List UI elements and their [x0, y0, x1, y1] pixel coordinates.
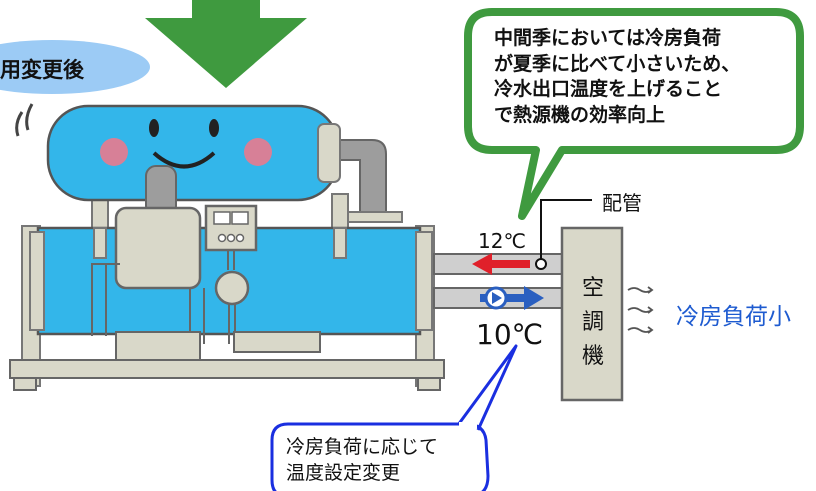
compressor-pipe [91, 263, 120, 336]
upper-tank-cap-right [317, 123, 341, 183]
blue-bubble-line-2: 温度設定変更 [286, 462, 401, 484]
pipe-label: 配管 [602, 191, 642, 215]
cooling-load-label: 冷房負荷小 [676, 304, 791, 330]
pipe-leader-dot [535, 258, 547, 270]
panel-screen-2 [231, 211, 249, 225]
airflow-arrow-3 [627, 326, 654, 334]
support-post-b [333, 227, 347, 259]
air-handler-char-3: 機 [581, 344, 604, 369]
green-bubble-text: 中間季においては冷房負荷 が夏季に比べて小さいため、 冷水出口温度を上げること … [494, 26, 740, 128]
supply-temp-label: 10℃ [476, 318, 544, 351]
panel-knob-3 [235, 233, 245, 243]
airflow-arrow-1 [627, 286, 654, 294]
green-bubble-line-4: で熱源機の効率向上 [494, 103, 666, 126]
blue-bubble-line-1: 冷房負荷に応じて [286, 436, 439, 458]
upper-tank [46, 104, 340, 202]
right-cheek [244, 138, 272, 166]
exhaust-pipe [329, 139, 387, 219]
blue-bubble-text: 冷房負荷に応じて 温度設定変更 [286, 434, 438, 486]
smile [152, 151, 216, 169]
foot-left [115, 331, 201, 363]
down-arrow [145, 0, 307, 88]
air-handler-char-1: 空 [581, 276, 604, 301]
right-eye [209, 119, 219, 137]
airflow-arrow-2 [627, 306, 654, 314]
return-flow-arrow [472, 253, 530, 275]
green-bubble-line-1: 中間季においては冷房負荷 [494, 27, 722, 49]
left-eye [149, 119, 159, 137]
panel-screen-1 [213, 211, 231, 225]
base-leg-left [13, 377, 37, 391]
base-leg-right [417, 377, 441, 391]
support-post-a [93, 227, 107, 259]
base-rail [9, 359, 445, 379]
label-ellipse [0, 40, 150, 94]
green-bubble-shape [464, 8, 804, 220]
blue-bubble-tail-join [459, 422, 477, 428]
vibration-marks-icon [15, 103, 34, 137]
panel-stem [227, 250, 235, 270]
after-change-label: 用変更後 [0, 58, 84, 82]
air-handler [560, 226, 624, 402]
panel-knob-2 [226, 233, 236, 243]
pipe-leader-line [540, 199, 592, 268]
air-handler-label: 空 調 機 [578, 272, 608, 374]
blue-bubble-shape [270, 344, 518, 491]
air-handler-char-2: 調 [581, 310, 604, 335]
panel-knob-1 [217, 233, 227, 243]
left-cheek [100, 138, 128, 166]
gauge [214, 270, 250, 306]
return-temp-label: 12℃ [478, 229, 526, 253]
pump-triangle [492, 292, 502, 304]
exhaust-flange [345, 211, 403, 223]
green-bubble-line-3: 冷水出口温度を上げること [494, 78, 723, 100]
compressor-body [114, 206, 202, 290]
frame-post-mid-right [331, 193, 349, 231]
foot-right [233, 331, 321, 353]
green-bubble-line-2: が夏季に比べて小さいため、 [494, 52, 741, 75]
lower-tank-cap-left [29, 231, 45, 331]
supply-flow-arrow [524, 286, 544, 310]
lower-tank-cap-right [415, 231, 433, 331]
